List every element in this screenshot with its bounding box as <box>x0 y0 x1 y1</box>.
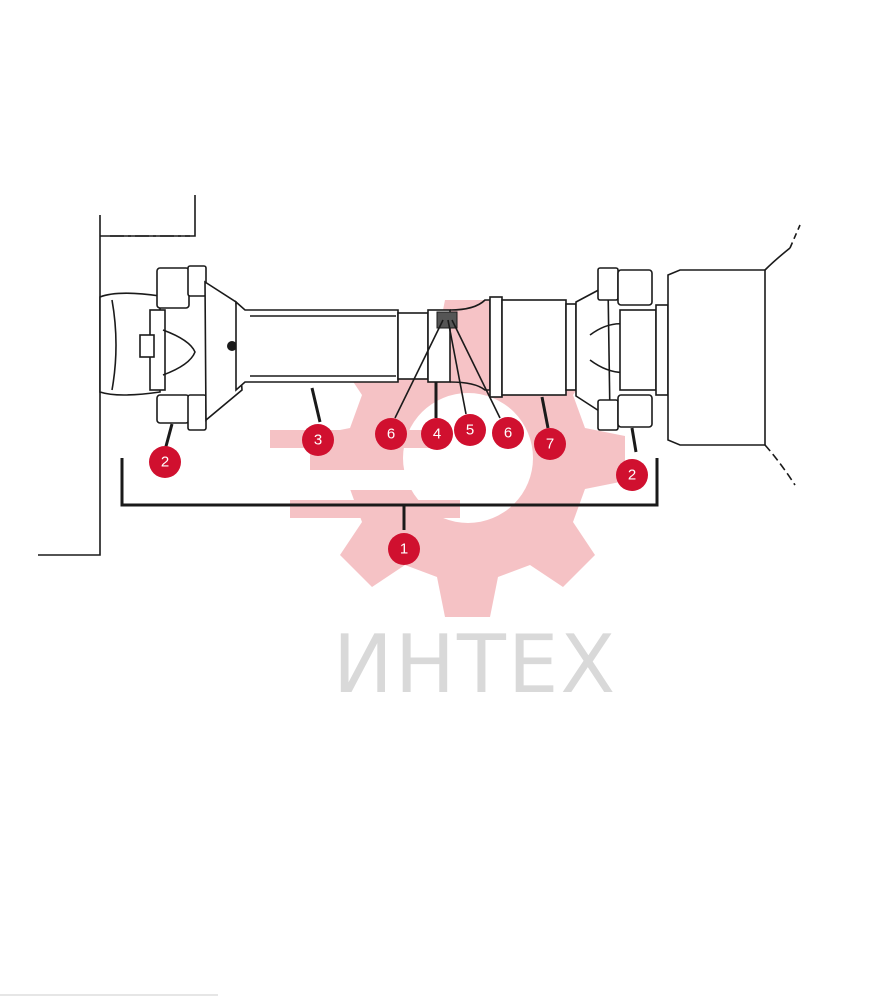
callout-7: 7 <box>534 428 566 460</box>
right-universal-joint-yoke <box>575 267 669 431</box>
svg-text:6: 6 <box>504 425 512 442</box>
callout-2-right: 2 <box>616 459 648 491</box>
svg-text:4: 4 <box>433 426 441 443</box>
callout-2-left: 2 <box>149 446 181 478</box>
left-flange-housing <box>99 292 166 396</box>
svg-text:5: 5 <box>466 422 474 439</box>
svg-text:7: 7 <box>546 436 554 453</box>
watermark-text: ИНТЕХ <box>333 618 617 711</box>
left-universal-joint-yoke <box>139 265 243 431</box>
right-flange-housing <box>667 224 801 486</box>
callout-5: 5 <box>454 414 486 446</box>
grease-fitting-icon <box>227 341 237 351</box>
callout-4: 4 <box>421 418 453 450</box>
callout-6-right: 6 <box>492 417 524 449</box>
svg-text:3: 3 <box>314 432 322 449</box>
callout-6-left: 6 <box>375 418 407 450</box>
sliding-sleeve-tube <box>489 296 577 398</box>
leader-lines <box>163 319 638 453</box>
svg-text:2: 2 <box>161 454 169 471</box>
svg-text:6: 6 <box>387 426 395 443</box>
main-shaft-tube <box>235 300 399 392</box>
assembly-bracket <box>120 458 659 507</box>
callout-3: 3 <box>302 424 334 456</box>
svg-text:2: 2 <box>628 467 636 484</box>
svg-text:1: 1 <box>400 541 408 558</box>
callout-1: 1 <box>388 533 420 565</box>
